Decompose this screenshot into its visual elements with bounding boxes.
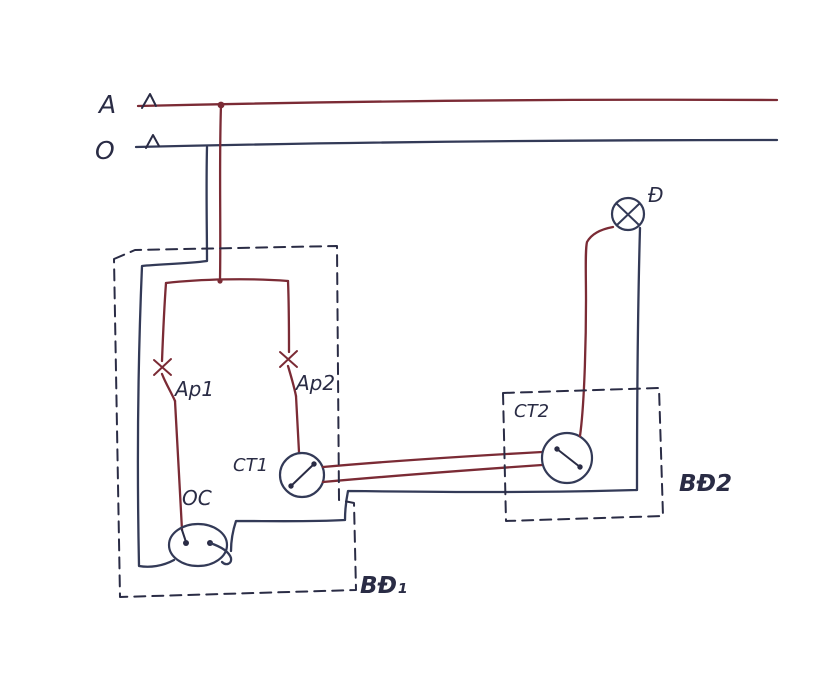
- lamp-feed-wire: [578, 225, 615, 438]
- phase-bus-label: A: [97, 90, 116, 119]
- breaker1-feed-wire: [160, 281, 168, 363]
- lamp-cross-icon: [616, 203, 640, 226]
- neutral-bus: [134, 138, 779, 149]
- phase-bus-tick-icon: [141, 93, 157, 109]
- switch1-circle: [278, 451, 326, 499]
- breaker2-feed-wire: [286, 279, 291, 354]
- socket-left-stub: [181, 529, 187, 543]
- box1-label: BĐ₁: [360, 573, 407, 599]
- socket-ellipse: [167, 522, 229, 568]
- breaker2-out-wire: [294, 394, 301, 454]
- switch1-contact-dot: [311, 461, 317, 467]
- lamp-symbol: [610, 196, 646, 232]
- switch2-label: CT2: [514, 401, 549, 422]
- switch1-blade: [290, 463, 315, 487]
- switch2-contact-dot: [577, 464, 583, 470]
- traveler-wire-top: [321, 450, 544, 469]
- breaker2-symbol: [279, 350, 301, 454]
- socket-right-hook-wire: [208, 541, 233, 566]
- switch1-symbol: [278, 451, 326, 499]
- phase-split-wire: [164, 278, 290, 285]
- breaker2-cross-icon: [279, 350, 298, 368]
- breaker2-blade: [286, 364, 298, 398]
- lamp-return-wire: [229, 226, 642, 553]
- phase-bus: [136, 98, 779, 109]
- switch2-blade: [556, 448, 581, 468]
- breaker2-label: Ap2: [294, 371, 335, 395]
- switch1-contact-dot: [288, 483, 294, 489]
- split-junction-dot: [217, 278, 223, 284]
- breaker1-symbol: [153, 358, 184, 532]
- box2-label: BĐ2: [679, 471, 732, 497]
- breaker1-cross-icon: [153, 358, 172, 376]
- phase-drop-wire: [218, 103, 223, 282]
- box1-dashed-outline: [113, 245, 357, 598]
- traveler-wire-bottom: [321, 463, 544, 484]
- neutral-bus-label: O: [95, 136, 115, 165]
- switch2-symbol: [540, 431, 594, 485]
- switch1-label: CT1: [233, 455, 268, 476]
- lamp-circle: [610, 196, 646, 232]
- neutral-bus-line: [134, 138, 779, 149]
- switch2-contact-dot: [554, 446, 560, 452]
- breaker1-blade: [160, 372, 177, 403]
- breaker1-label: Ap1: [173, 377, 214, 401]
- neutral-bus-tick-icon: [145, 134, 160, 149]
- lamp-label: Đ: [648, 183, 664, 207]
- breaker1-out-wire: [173, 399, 184, 532]
- neutral-drop-wire: [136, 145, 209, 568]
- phase-bus-line: [136, 98, 779, 108]
- socket-symbol: [167, 522, 233, 568]
- socket-contact-dot: [183, 540, 189, 546]
- switch2-circle: [540, 431, 594, 485]
- socket-label: OC: [182, 486, 212, 510]
